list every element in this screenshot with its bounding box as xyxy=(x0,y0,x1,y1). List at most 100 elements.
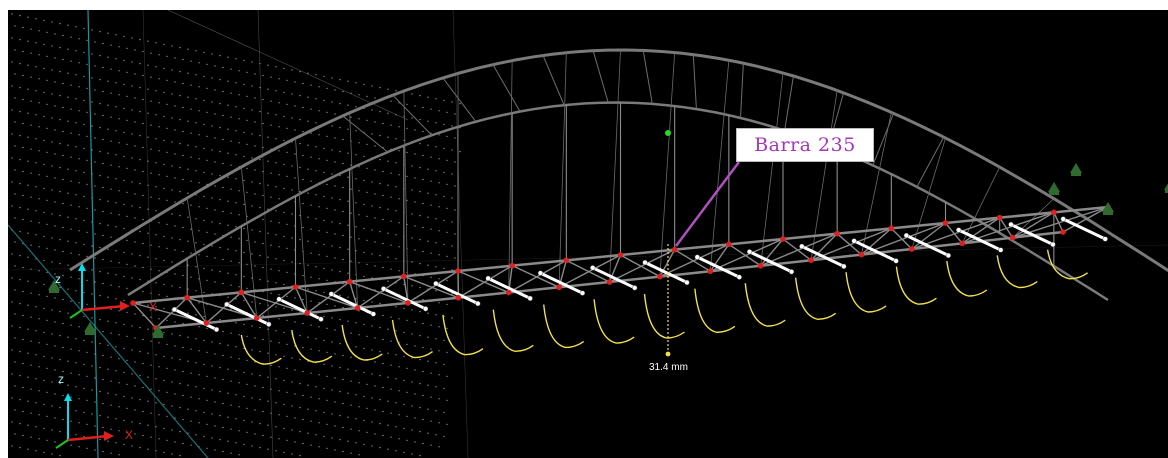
bridge-model-canvas[interactable] xyxy=(8,10,1168,458)
deck-chord-front xyxy=(911,242,963,251)
deflection-curves xyxy=(240,249,1089,365)
bar-highlighted xyxy=(644,261,688,284)
deck-diagonal xyxy=(728,243,762,267)
bar-highlighted xyxy=(748,250,793,274)
deck-chord-back xyxy=(457,264,513,273)
bar-highlighted xyxy=(696,255,740,279)
deflection-curve xyxy=(946,260,988,297)
node xyxy=(757,262,764,269)
node xyxy=(1060,229,1066,235)
deck-chord-back xyxy=(999,211,1054,219)
deck-chord-back xyxy=(891,221,946,230)
deck-diagonal xyxy=(306,281,351,314)
callout-leader xyxy=(675,161,740,247)
grid-line xyxy=(452,10,469,458)
axis-y-arrow xyxy=(55,439,69,449)
bar-highlighted xyxy=(435,282,479,305)
structural-3d-viewport[interactable]: Barra 235 31.4 mm z X z X xyxy=(8,10,1168,458)
deflection-curve xyxy=(442,314,484,356)
hanger xyxy=(186,197,207,324)
deck-diagonal xyxy=(566,259,610,283)
support-base xyxy=(1165,190,1168,193)
support-base xyxy=(85,332,95,335)
truss-nodes[interactable] xyxy=(130,204,1111,333)
bar-highlighted xyxy=(173,308,218,331)
deck-chord-back xyxy=(620,248,675,257)
node xyxy=(505,289,512,296)
node xyxy=(130,300,136,306)
hanger xyxy=(760,72,784,266)
deflection-measure-label: 31.4 mm xyxy=(649,362,688,373)
deck-chord-front xyxy=(307,306,358,315)
arch-rib-inner xyxy=(127,101,1109,302)
bar-end-node xyxy=(276,296,282,302)
deck-chord-back xyxy=(782,232,838,241)
bar-end-node xyxy=(1060,216,1066,222)
bar-end-node xyxy=(485,275,491,282)
deck-diagonal xyxy=(1053,212,1064,233)
axis-z-label-bottom: z xyxy=(58,372,64,386)
bar-end-node xyxy=(1008,221,1014,228)
deck-crossbeam xyxy=(1012,211,1055,239)
deck-chord-back xyxy=(566,253,621,262)
arch-brace xyxy=(642,50,653,104)
node xyxy=(509,262,515,269)
hanger xyxy=(709,60,730,272)
deflection-curve xyxy=(543,304,585,349)
deck-chord-back xyxy=(674,243,729,251)
deck-chord-back xyxy=(241,285,296,294)
highlighted-bars[interactable] xyxy=(173,217,1106,331)
grid-line xyxy=(87,10,99,458)
bar-end-node xyxy=(893,258,899,264)
bar-end-node xyxy=(694,254,700,260)
bar-highlighted xyxy=(853,239,897,263)
bar-end-node xyxy=(945,252,952,259)
support-base xyxy=(49,290,59,293)
deck-chord-front xyxy=(357,301,409,310)
node xyxy=(253,315,260,321)
node xyxy=(354,305,361,311)
deflection-curve xyxy=(996,255,1038,289)
deflection-curve xyxy=(694,288,736,334)
node xyxy=(942,220,949,226)
bar-end-node xyxy=(527,295,533,302)
deck-diagonal xyxy=(241,291,308,314)
deflection-curve xyxy=(341,324,383,361)
bar-end-node xyxy=(998,247,1004,253)
support-icon xyxy=(1048,182,1060,192)
axis-x-label-bottom: X xyxy=(125,428,134,442)
deflection-curve xyxy=(492,309,534,353)
deck-chord-front xyxy=(710,264,761,273)
deck-crossbeam xyxy=(348,281,359,309)
deck-chord-back xyxy=(349,275,404,283)
deflection-curve xyxy=(845,272,887,313)
deck-chord-back xyxy=(728,237,784,246)
node xyxy=(606,279,613,285)
node xyxy=(858,251,865,258)
deck-chord-front xyxy=(962,236,1013,245)
node xyxy=(401,273,407,280)
deck-chord-back xyxy=(945,216,1000,225)
support-icon xyxy=(1070,163,1082,173)
bar-end-node xyxy=(266,321,272,327)
support-icon xyxy=(1102,202,1114,212)
deck-chord-front xyxy=(861,247,912,256)
deck-diagonal xyxy=(836,233,862,256)
deck-chord-back xyxy=(837,227,892,235)
callout-leader-line xyxy=(675,161,740,247)
hanger xyxy=(558,52,567,288)
node xyxy=(657,273,663,280)
bar-end-node xyxy=(956,227,962,233)
bar-end-node xyxy=(590,265,596,271)
deck-crossbeam xyxy=(132,302,157,329)
deck-diagonal xyxy=(508,259,567,294)
bar-highlighted xyxy=(958,228,1002,252)
deck-chord-back xyxy=(403,269,459,278)
arch-brace xyxy=(592,50,609,103)
deck-diagonal xyxy=(890,227,913,250)
deflection-measure xyxy=(665,130,671,357)
hanger xyxy=(508,60,513,293)
node xyxy=(671,246,678,253)
grid-line xyxy=(8,224,209,458)
support-icon xyxy=(48,280,60,290)
